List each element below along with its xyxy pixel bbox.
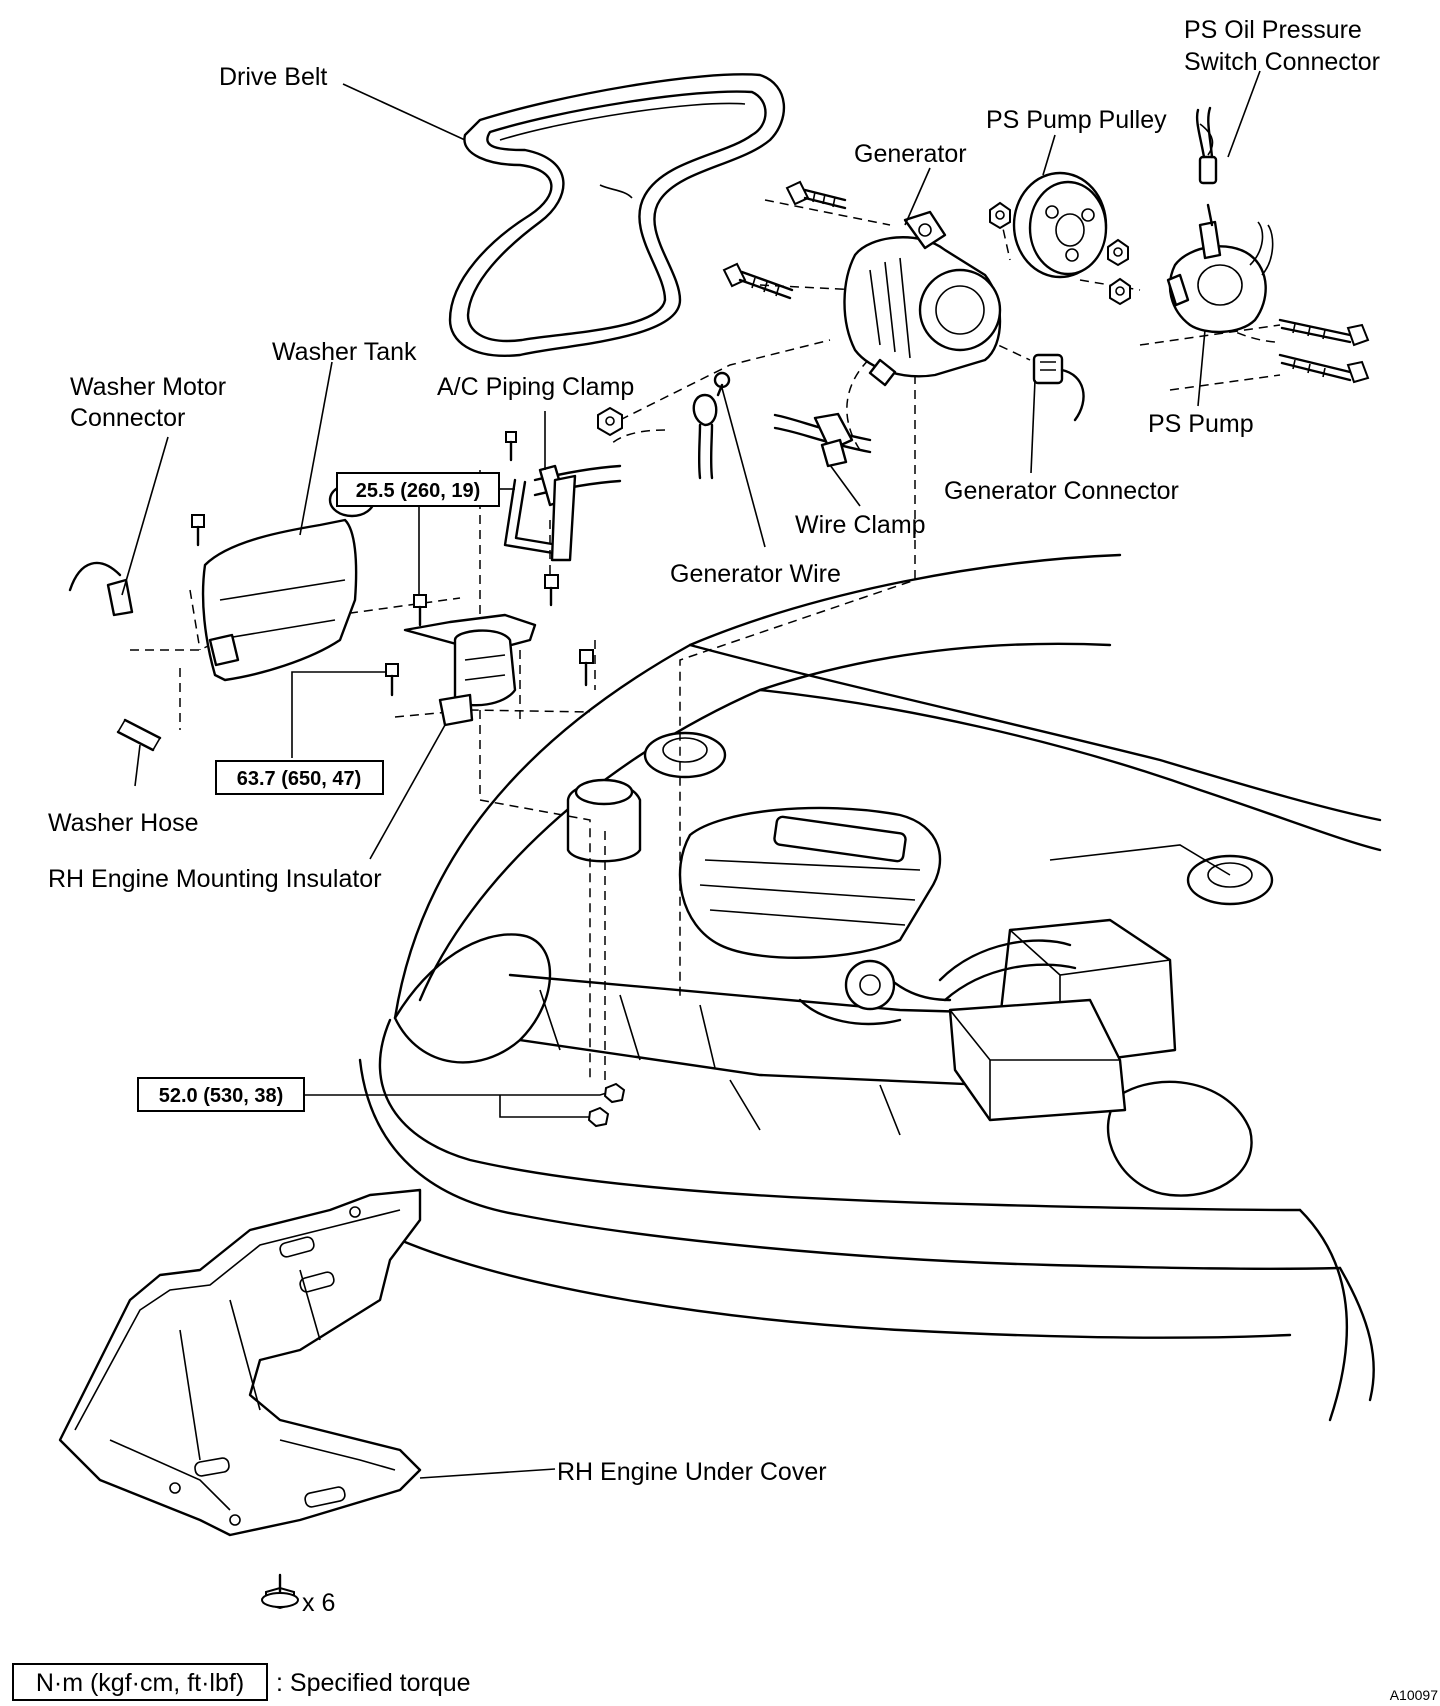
torque-value-2: 63.7 (650, 47)	[237, 768, 362, 790]
ac-piping-clamp-illustration	[503, 431, 622, 562]
washer-motor-connector-illustration	[68, 561, 134, 617]
generator-illustration	[843, 210, 1002, 387]
legend-unit-box: N·m (kgf·cm, ft·lbf)	[36, 1669, 244, 1697]
label-washer-motor-line2: Connector	[70, 404, 185, 432]
wire-clamp-illustration	[773, 412, 872, 468]
label-generator: Generator	[854, 140, 967, 168]
drive-belt-illustration	[448, 73, 785, 357]
bolt-icon	[261, 1573, 299, 1610]
label-drive-belt: Drive Belt	[219, 63, 327, 91]
car-body-illustration	[358, 553, 1382, 1422]
generator-wire-illustration	[597, 371, 731, 480]
label-ac-piping-clamp: A/C Piping Clamp	[437, 373, 634, 401]
torque-value-1: 25.5 (260, 19)	[356, 480, 481, 502]
label-ps-pump: PS Pump	[1148, 410, 1254, 438]
ps-pump-illustration	[1166, 203, 1274, 334]
label-washer-hose: Washer Hose	[48, 809, 199, 837]
generator-bolt-upper	[785, 180, 847, 210]
label-ps-oil-pressure-line1: PS Oil Pressure	[1184, 16, 1362, 44]
torque-value-3: 52.0 (530, 38)	[159, 1085, 284, 1107]
generator-connector-illustration	[1032, 353, 1085, 422]
ps-pump-bolt-lower	[1278, 353, 1370, 384]
torque-legend: N·m (kgf·cm, ft·lbf) : Specified torque	[12, 1663, 471, 1701]
label-washer-motor-line1: Washer Motor	[70, 373, 226, 401]
label-generator-wire: Generator Wire	[670, 560, 841, 588]
under-bolt-nuts	[587, 1082, 626, 1128]
rh-engine-under-cover-illustration	[58, 1188, 422, 1537]
ps-oil-pressure-switch-connector	[1195, 106, 1218, 185]
torque-box-1: 25.5 (260, 19)	[336, 472, 500, 507]
figure-code: A10097	[1390, 1687, 1438, 1703]
label-wire-clamp: Wire Clamp	[795, 511, 926, 539]
label-washer-tank: Washer Tank	[272, 338, 417, 366]
label-ps-pump-pulley: PS Pump Pulley	[986, 106, 1167, 134]
label-generator-connector: Generator Connector	[944, 477, 1179, 505]
label-rh-engine-mounting-insulator: RH Engine Mounting Insulator	[48, 865, 382, 893]
washer-tank-illustration	[191, 482, 376, 682]
label-ps-oil-pressure-line2: Switch Connector	[1184, 48, 1380, 76]
torque-box-3: 52.0 (530, 38)	[137, 1077, 305, 1112]
label-bolt-count: x 6	[302, 1589, 335, 1617]
nut-icons	[989, 201, 1131, 306]
rh-engine-mounting-insulator-illustration	[385, 574, 594, 727]
ps-pump-bolt-upper	[1278, 318, 1370, 347]
generator-bolt-lower	[722, 262, 794, 300]
label-rh-engine-under-cover: RH Engine Under Cover	[557, 1458, 827, 1486]
torque-box-2: 63.7 (650, 47)	[215, 760, 384, 795]
washer-hose-illustration	[116, 718, 162, 752]
legend-description: : Specified torque	[276, 1669, 471, 1697]
ps-pump-pulley-illustration	[1012, 171, 1108, 279]
